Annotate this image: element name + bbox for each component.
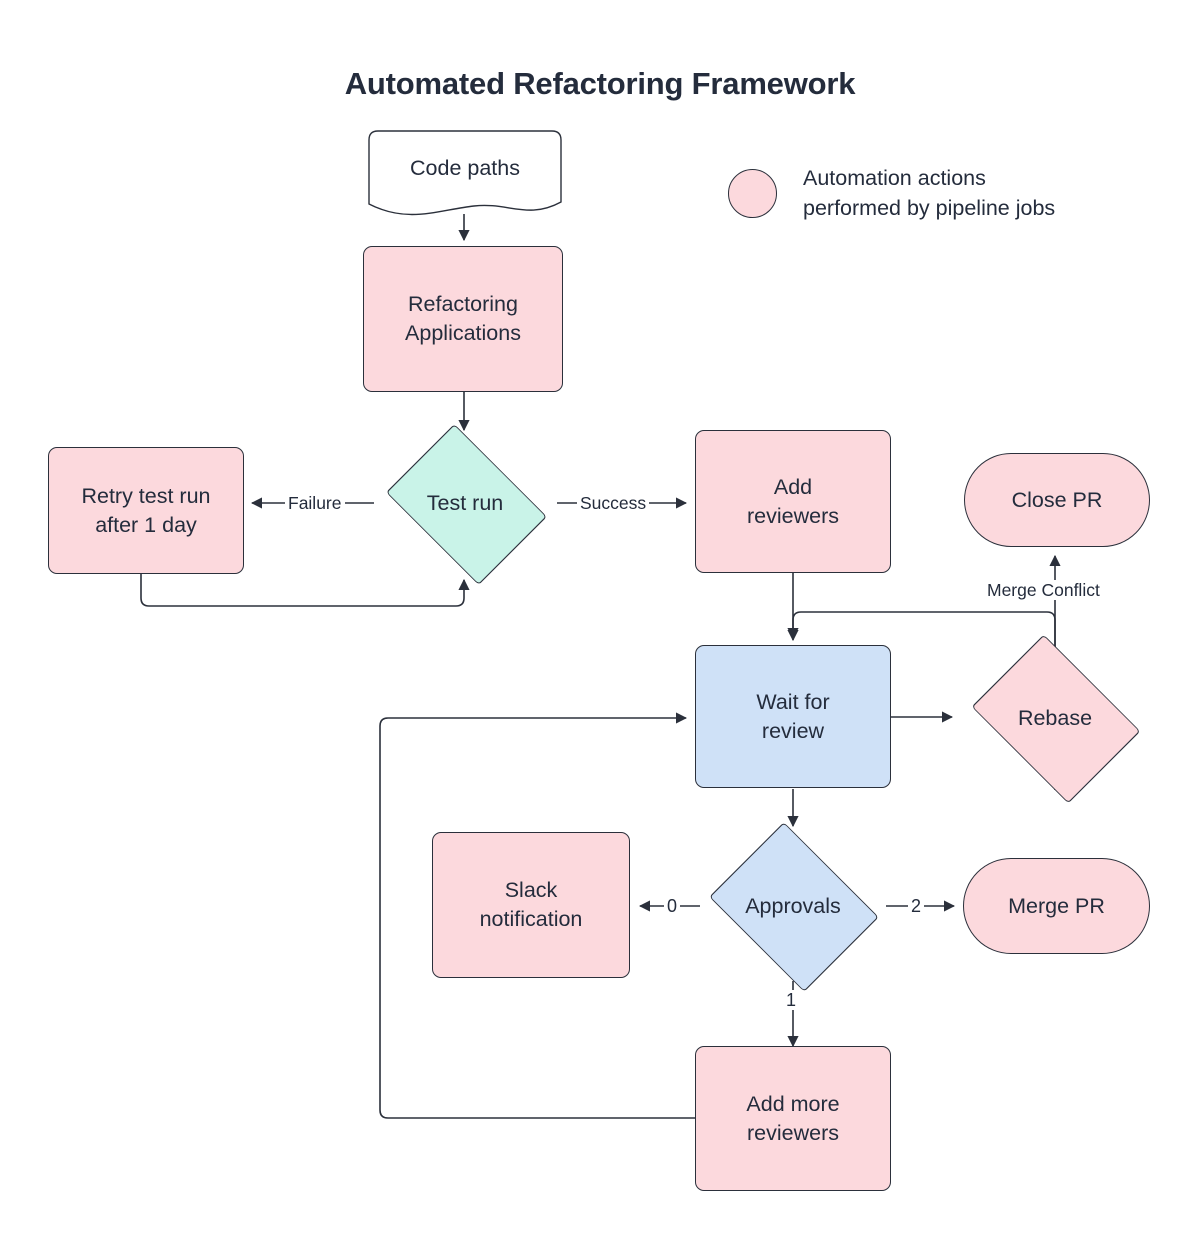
node-approvals-label: Approvals xyxy=(745,893,841,918)
edge-label-approvals-zero: 0 xyxy=(664,896,681,916)
node-approvals[interactable]: Approvals xyxy=(700,822,886,992)
page-title: Automated Refactoring Framework xyxy=(344,66,856,101)
node-refactoring-applications[interactable]: Refactoring Applications xyxy=(363,246,563,392)
node-retry-test-run[interactable]: Retry test run after 1 day xyxy=(48,447,244,574)
node-test-run[interactable]: Test run xyxy=(374,423,556,585)
node-close-pr[interactable]: Close PR xyxy=(964,453,1150,547)
edge-retry-to-testrun xyxy=(140,574,470,607)
node-wait-for-review[interactable]: Wait for review xyxy=(695,645,891,788)
legend-label: Automation actions performed by pipeline… xyxy=(803,166,1056,220)
edge-label-failure: Failure xyxy=(285,493,345,513)
node-code-paths-shape xyxy=(368,130,562,216)
legend-circle-icon xyxy=(728,168,777,218)
legend: Automation actions performed by pipeline… xyxy=(728,163,1055,223)
node-add-reviewers[interactable]: Add reviewers xyxy=(695,430,891,573)
node-rebase-label: Rebase xyxy=(1017,705,1093,730)
node-test-run-label: Test run xyxy=(426,490,504,515)
edge-addmore-to-wait xyxy=(379,712,695,1119)
node-slack-notification[interactable]: Slack notification xyxy=(432,832,630,978)
node-rebase[interactable]: Rebase xyxy=(960,634,1150,804)
node-merge-pr[interactable]: Merge PR xyxy=(963,858,1150,954)
edge-label-approvals-two: 2 xyxy=(908,896,925,916)
node-add-more-reviewers[interactable]: Add more reviewers xyxy=(695,1046,891,1191)
edge-label-success: Success xyxy=(577,493,650,513)
edge-label-merge-conflict: Merge Conflict xyxy=(984,580,1103,600)
node-code-paths-label: Code paths xyxy=(410,156,520,180)
edge-label-approvals-one: 1 xyxy=(783,990,800,1010)
